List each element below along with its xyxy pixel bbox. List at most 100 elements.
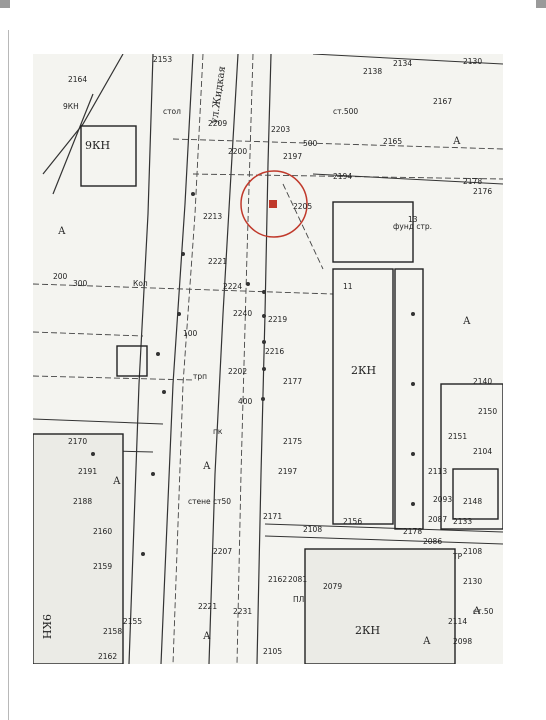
elevation-mark: 2160 [93, 527, 112, 536]
elevation-mark: 2104 [473, 447, 492, 456]
elevation-mark: 2151 [448, 432, 467, 441]
map-annotation: 300 [73, 279, 88, 288]
area-label: А [113, 476, 121, 487]
utility-lines [33, 54, 503, 664]
elevation-mark: 2114 [448, 617, 467, 626]
block-label-b4: 2КН [355, 624, 380, 637]
elevation-mark: 2177 [283, 377, 302, 386]
elevation-mark: 2178 [403, 527, 422, 536]
margin-line [8, 30, 9, 720]
elevation-mark: 2224 [223, 282, 242, 291]
map-annotation: 100 [183, 329, 198, 338]
map-annotation: стене ст50 [188, 497, 231, 506]
block-label-b3: 9КН [40, 614, 53, 639]
elevation-mark: 2203 [271, 125, 290, 134]
elevation-mark: 2165 [383, 137, 402, 146]
elevation-mark: 2191 [78, 467, 97, 476]
elevation-mark: 2140 [473, 377, 492, 386]
area-label: А [453, 136, 461, 147]
elevation-mark: 2221 [208, 257, 227, 266]
building-2kn-top [80, 125, 137, 187]
map-annotation: ТР [452, 552, 463, 561]
elevation-mark: 2175 [283, 437, 302, 446]
elevation-mark: 2167 [433, 97, 452, 106]
elevation-mark: 2202 [228, 367, 247, 376]
elevation-mark: 2209 [208, 119, 227, 128]
area-label: А [463, 316, 471, 327]
map-annotation: 13 [408, 215, 418, 224]
elevation-mark: 2150 [478, 407, 497, 416]
elevation-mark: 2105 [263, 647, 282, 656]
elevation-mark: 2087 [428, 515, 447, 524]
map-annotation: ст.50 [473, 607, 494, 616]
elevation-mark: 2197 [278, 467, 297, 476]
area-label: А [473, 606, 481, 617]
corner-mark-left [0, 0, 10, 8]
area-label: А [423, 636, 431, 647]
elevation-mark: 2164 [68, 75, 87, 84]
elevation-mark: 2153 [153, 55, 172, 64]
elevation-mark: 2138 [363, 67, 382, 76]
elevation-mark: 2178 [463, 177, 482, 186]
map-annotation: 9КН [63, 102, 79, 111]
map-labels: ул.Жидкая 9КН 2КН 9КН 2КН А А А А А А А … [40, 55, 497, 661]
elevation-mark: 2158 [103, 627, 122, 636]
elevation-mark: 2162 [268, 575, 287, 584]
map-annotation: 400 [238, 397, 253, 406]
map-drawing: ул.Жидкая 9КН 2КН 9КН 2КН А А А А А А А … [33, 54, 503, 664]
area-label: А [203, 631, 211, 642]
elevation-mark: 2240 [233, 309, 252, 318]
elevation-mark: 2219 [268, 315, 287, 324]
target-marker[interactable] [240, 170, 308, 238]
map-annotation: 500 [303, 139, 318, 148]
elevation-mark: 2216 [265, 347, 284, 356]
block-label-b1: 9КН [85, 139, 110, 152]
map-annotation: ПЛ [293, 595, 304, 604]
pump-station [116, 345, 148, 377]
elevation-mark: 2093 [433, 495, 452, 504]
elevation-mark: 2130 [463, 577, 482, 586]
map-annotation: пк [213, 427, 223, 436]
elevation-mark: 2207 [213, 547, 232, 556]
elevation-mark: 2213 [203, 212, 222, 221]
elevation-mark: 2159 [93, 562, 112, 571]
elevation-mark: 2108 [463, 547, 482, 556]
area-label: А [203, 461, 211, 472]
map-details [91, 192, 415, 556]
elevation-mark: 2079 [323, 582, 342, 591]
elevation-mark: 2148 [463, 497, 482, 506]
elevation-mark: 2170 [68, 437, 87, 446]
elevation-mark: 2221 [198, 602, 217, 611]
elevation-mark: 2098 [453, 637, 472, 646]
map-annotation: трп [193, 372, 207, 381]
building-9kn [332, 268, 394, 525]
elevation-mark: 2086 [423, 537, 442, 546]
map-annotation: Кол [133, 279, 148, 288]
elevation-mark: 2231 [233, 607, 252, 616]
map-annotation: 11 [343, 282, 353, 291]
block-label-b2: 2КН [351, 364, 376, 377]
elevation-mark: 2162 [98, 652, 117, 661]
elevation-mark: 2176 [473, 187, 492, 196]
elevation-mark: 2134 [393, 59, 412, 68]
map-annotation: стол [163, 107, 181, 116]
elevation-mark: 2113 [428, 467, 447, 476]
map-annotation: 200 [53, 272, 68, 281]
elevation-mark: 2200 [228, 147, 247, 156]
elevation-mark: 2171 [263, 512, 282, 521]
elevation-mark: 2197 [283, 152, 302, 161]
elevation-mark: 2133 [453, 517, 472, 526]
survey-map[interactable]: ул.Жидкая 9КН 2КН 9КН 2КН А А А А А А А … [33, 54, 503, 664]
map-annotation: фунд стр. [393, 222, 432, 231]
elevation-mark: 2081 [288, 575, 307, 584]
elevation-mark: 2155 [123, 617, 142, 626]
buildings [33, 125, 503, 664]
elevation-mark: 2108 [303, 525, 322, 534]
elevation-mark: 2205 [293, 202, 312, 211]
area-label: А [58, 226, 66, 237]
corner-mark-right [536, 0, 546, 8]
main-street [42, 54, 272, 664]
map-annotation: ст.500 [333, 107, 358, 116]
elevation-mark: 2188 [73, 497, 92, 506]
